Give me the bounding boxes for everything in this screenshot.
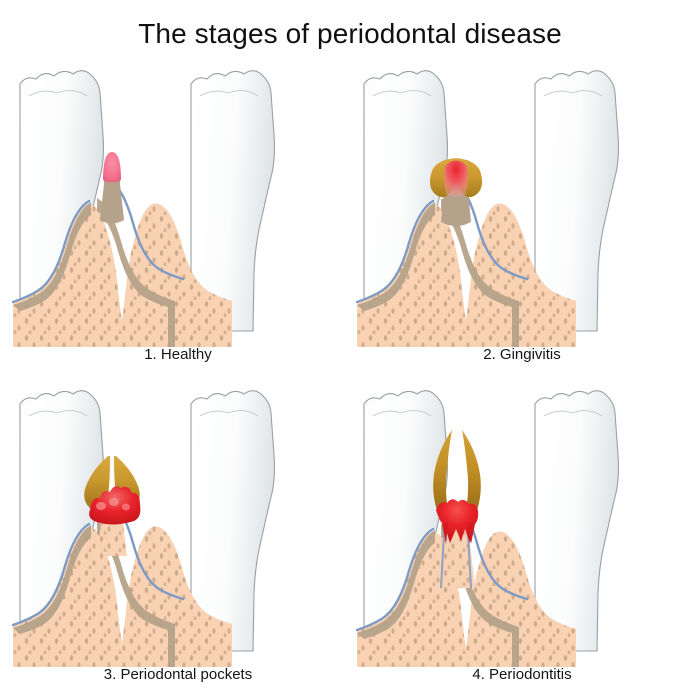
inflamed-gum-crest [89,486,141,525]
inflamed-margin [444,160,468,197]
figure-periodontitis [355,390,620,667]
panel-healthy: 1. Healthy [8,62,348,363]
figure-gingivitis [355,70,620,347]
caption-healthy: 1. Healthy [144,346,212,363]
panel-periodontal-pockets: 3. Periodontal pockets [8,382,348,683]
figure-healthy [11,70,276,347]
panel-periodontitis: 4. Periodontitis [352,382,692,683]
tooth-right [190,390,276,652]
bleeding-tissue [436,499,479,544]
page-title: The stages of periodontal disease [138,18,562,49]
tooth-right [534,390,620,652]
caption-gingivitis: 2. Gingivitis [483,346,561,363]
tooth-right [190,70,276,332]
pdl-line-left [355,527,435,632]
caption-periodontal-pockets: 3. Periodontal pockets [103,666,253,683]
figure-periodontal-pockets [11,390,276,667]
panel-gingivitis: 2. Gingivitis [352,62,692,363]
pdl-line-left [11,199,91,304]
pdl-line-left [11,522,91,627]
calculus-deposit [433,430,481,516]
pdl-line-left [355,199,435,304]
tooth-right [534,70,620,332]
healthy-pink-papilla [103,152,121,183]
pdl-line-mid [110,180,185,281]
gingiva-papilla [100,152,124,224]
caption-periodontitis: 4. Periodontitis [472,666,572,683]
